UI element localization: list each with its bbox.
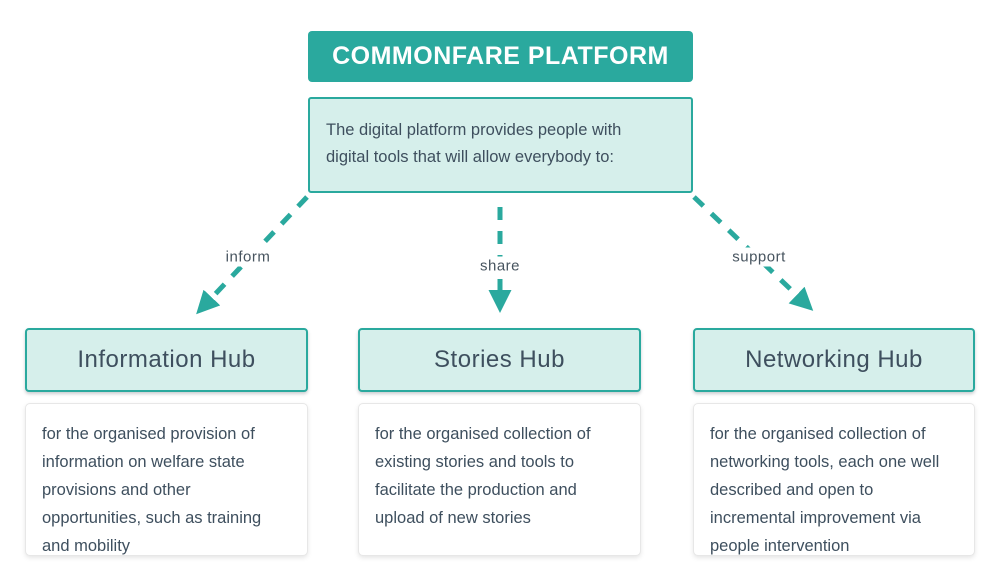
stories-hub-box: Stories Hub bbox=[358, 328, 641, 392]
platform-intro-text: The digital platform provides people wit… bbox=[326, 121, 622, 166]
platform-title: COMMONFARE PLATFORM bbox=[332, 42, 669, 70]
platform-title-box: COMMONFARE PLATFORM bbox=[308, 31, 693, 82]
information-hub-box: Information Hub bbox=[25, 328, 308, 392]
share-arrow-label: share bbox=[473, 256, 527, 276]
inform-arrow-label: inform bbox=[219, 247, 277, 267]
stories-hub-description-card: for the organised collection of existing… bbox=[358, 403, 641, 556]
platform-intro-box: The digital platform provides people wit… bbox=[308, 97, 693, 193]
information-hub-title: Information Hub bbox=[77, 346, 256, 373]
networking-hub-box: Networking Hub bbox=[693, 328, 975, 392]
networking-hub-description: for the organised collection of networki… bbox=[710, 425, 940, 555]
stories-hub-title: Stories Hub bbox=[434, 346, 565, 373]
networking-hub-title: Networking Hub bbox=[745, 346, 923, 373]
information-hub-description-card: for the organised provision of informati… bbox=[25, 403, 308, 556]
support-arrow-label: support bbox=[726, 247, 792, 267]
networking-hub-description-card: for the organised collection of networki… bbox=[693, 403, 975, 556]
information-hub-description: for the organised provision of informati… bbox=[42, 425, 262, 555]
stories-hub-description: for the organised collection of existing… bbox=[375, 425, 591, 527]
